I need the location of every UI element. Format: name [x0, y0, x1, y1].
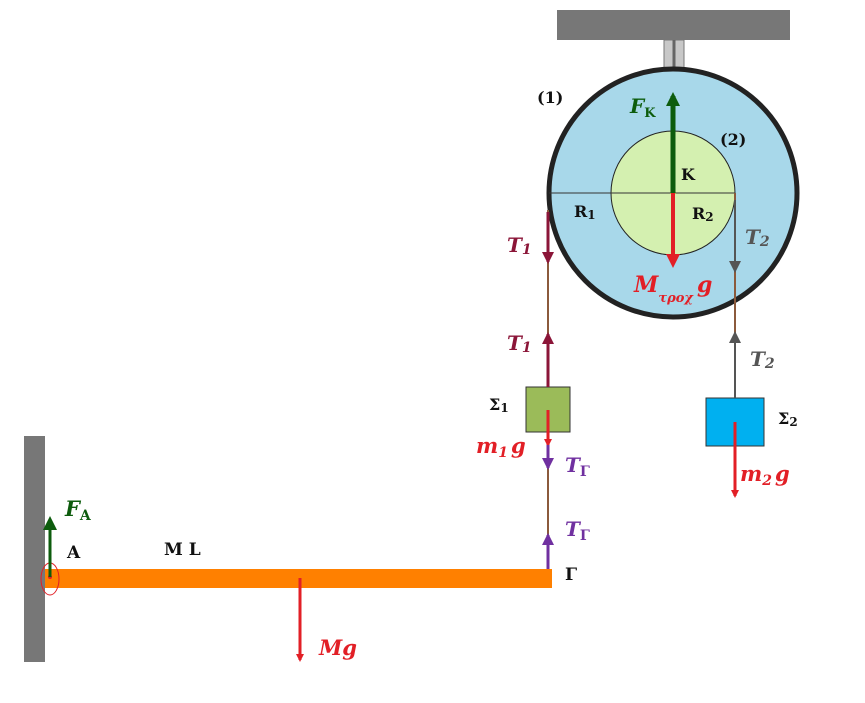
label-t1-top: T1 — [507, 233, 532, 258]
label-pulley-inner: (2) — [720, 130, 746, 149]
label-mg: Mg — [318, 635, 357, 660]
label-pulley-weight: Mτροχg — [633, 272, 712, 306]
label-t2-bottom: T2 — [750, 347, 775, 372]
label-sigma2: Σ2 — [778, 409, 798, 429]
label-point-gamma: Γ — [565, 565, 577, 585]
label-fa: FA — [64, 496, 92, 524]
label-t1-bottom: T1 — [507, 331, 532, 356]
label-sigma1: Σ1 — [489, 395, 509, 415]
label-center-k: K — [681, 165, 696, 184]
label-tg-top: TΓ — [565, 453, 590, 480]
label-rod: M L — [164, 540, 201, 560]
wall — [24, 436, 45, 662]
label-t2-top: T2 — [745, 225, 770, 250]
label-fk: FK — [629, 94, 656, 121]
label-pulley-outer: (1) — [537, 88, 563, 107]
ceiling-bar — [557, 10, 790, 40]
label-tg-bottom: TΓ — [565, 517, 590, 544]
label-point-a: A — [66, 543, 81, 563]
label-r2: R2 — [692, 204, 714, 224]
label-r1: R1 — [574, 202, 596, 222]
